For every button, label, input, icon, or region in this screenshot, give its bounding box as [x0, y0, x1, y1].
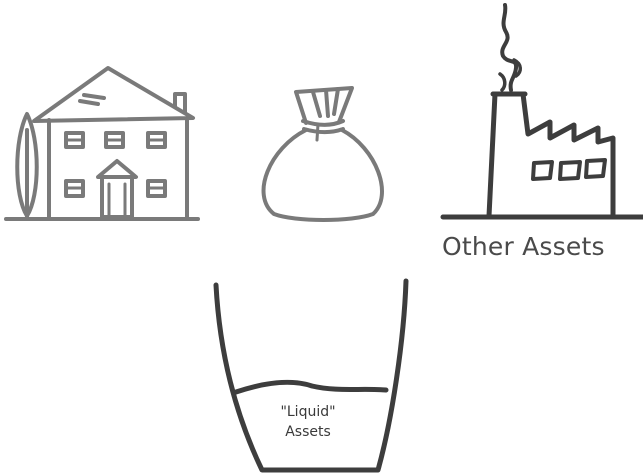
liquid-label-line1: "Liquid" — [258, 402, 358, 422]
liquid-label-line2: Assets — [258, 422, 358, 442]
liquid-assets-label: "Liquid" Assets — [258, 402, 358, 442]
other-assets-label: Other Assets — [442, 232, 643, 261]
factory-icon — [443, 5, 643, 217]
house-icon — [6, 68, 198, 219]
money-bag-icon — [264, 88, 382, 220]
